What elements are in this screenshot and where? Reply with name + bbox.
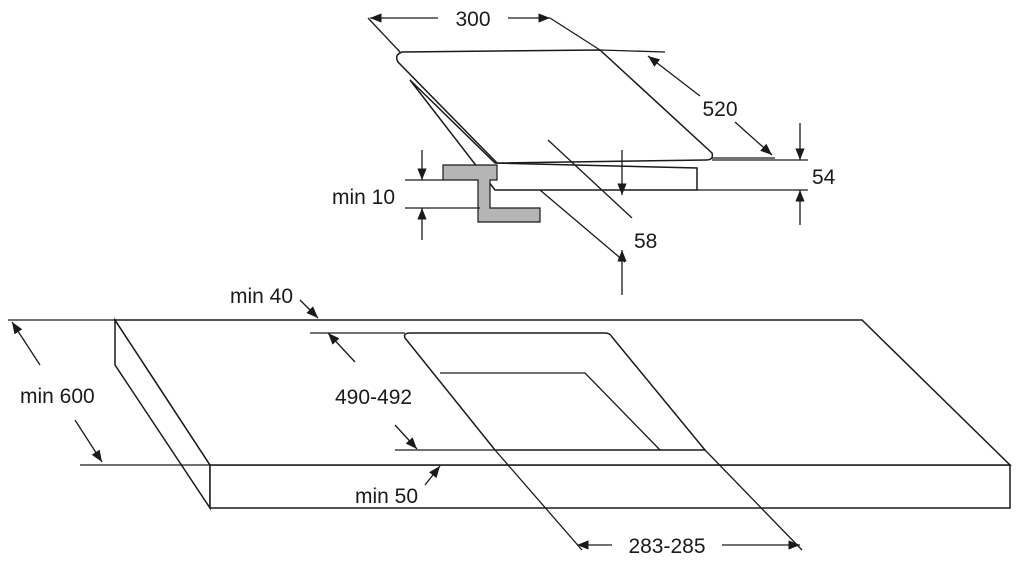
hob-glass-top <box>395 49 714 164</box>
dimension-min-600: min 600 <box>8 319 210 466</box>
label-min-10: min 10 <box>332 186 395 209</box>
label-min-40: min 40 <box>230 285 293 308</box>
dimension-520: 520 <box>599 49 775 159</box>
cutout-inner-edge <box>440 372 661 451</box>
label-58: 58 <box>634 230 657 253</box>
worktop-front <box>209 464 1011 509</box>
dimension-min-10: min 10 <box>332 150 480 240</box>
label-283-285: 283-285 <box>628 535 705 558</box>
label-520: 520 <box>702 98 737 121</box>
dimension-min-40: min 40 <box>230 285 405 334</box>
label-min-50: min 50 <box>355 485 418 508</box>
dimension-300: 300 <box>367 8 601 53</box>
worktop <box>113 317 1012 511</box>
label-300: 300 <box>455 8 490 31</box>
mounting-bracket <box>442 164 541 223</box>
dimension-283-285: 283-285 <box>494 449 803 558</box>
dimension-54: 54 <box>697 123 836 225</box>
label-54: 54 <box>812 166 836 189</box>
dimension-490-492: 490-492 <box>327 332 495 451</box>
dimension-min-50: min 50 <box>355 465 441 508</box>
label-490-492: 490-492 <box>335 386 412 409</box>
label-min-600: min 600 <box>20 385 95 408</box>
dimension-58: 58 <box>539 139 657 295</box>
